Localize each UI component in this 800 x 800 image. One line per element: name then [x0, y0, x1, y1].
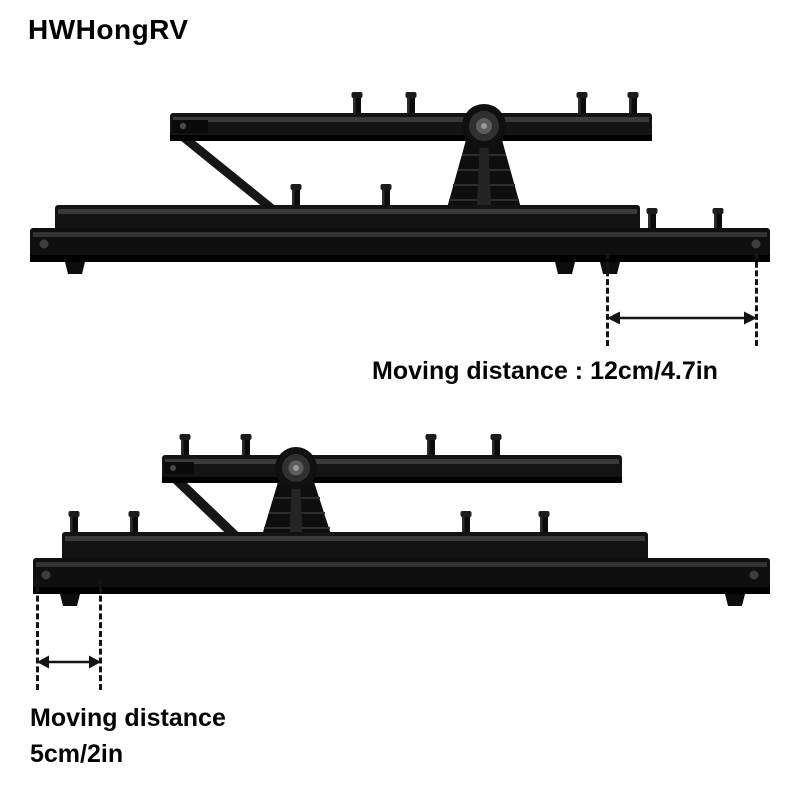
mount-hole-left	[41, 570, 51, 580]
dimension-extent-line-bottom-left	[36, 578, 39, 690]
main-rail	[33, 558, 770, 594]
adjuster-knob	[275, 447, 317, 489]
arrow-left-right-icon	[607, 311, 757, 325]
channel-rail	[55, 184, 640, 235]
brand-logo: HWHongRV	[28, 14, 189, 45]
rail-feet	[60, 594, 745, 606]
moving-distance-label-bottom: Moving distance 5cm/2in	[30, 700, 226, 772]
moving-distance-label-top: Moving distance : 12cm/4.7in	[372, 357, 718, 385]
slide-rail-photo-top	[30, 92, 770, 274]
upper-rail	[162, 434, 622, 483]
arrow-left-right-icon	[37, 655, 101, 669]
mount-hole-right	[749, 570, 759, 580]
support-link	[180, 140, 278, 208]
dimension-extent-line-bottom-right	[99, 578, 102, 690]
channel-rail	[62, 511, 648, 562]
main-rail	[30, 208, 770, 262]
dimension-extent-line-top-right	[755, 253, 758, 346]
moving-distance-label-line1: Moving distance	[30, 704, 226, 732]
rail-feet	[65, 262, 620, 274]
product-photo-bottom	[30, 428, 770, 633]
adjuster-knob	[462, 104, 506, 148]
dimension-extent-line-top-left	[606, 253, 609, 346]
moving-distance-label-line2: 5cm/2in	[30, 740, 124, 768]
upper-rail	[170, 92, 652, 141]
mount-hole-left	[39, 239, 49, 249]
mount-hole-right	[751, 239, 761, 249]
product-photo-top	[30, 80, 770, 315]
slide-rail-photo-bottom	[33, 434, 770, 606]
